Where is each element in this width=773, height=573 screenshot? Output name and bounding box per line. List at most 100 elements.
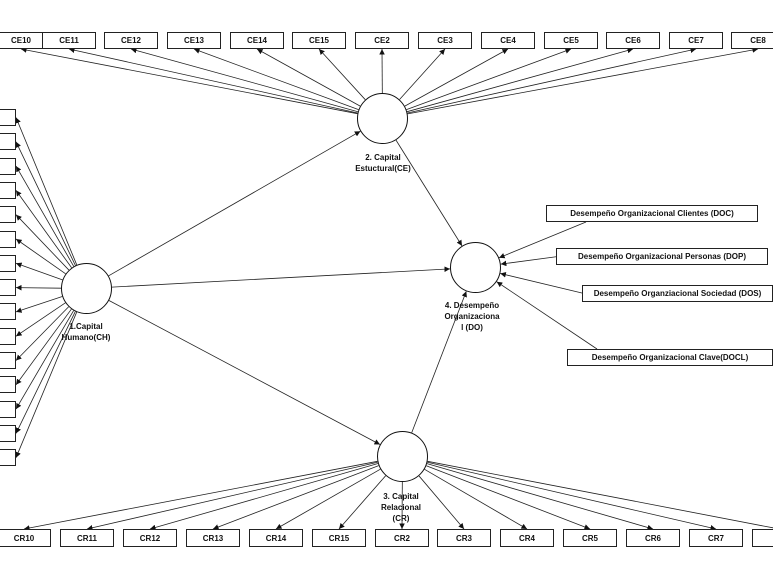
construct-cr-circle[interactable] <box>377 431 428 482</box>
ch-loading-arrow <box>15 262 63 281</box>
cr-indicator-box[interactable]: CR10 <box>0 529 51 547</box>
ce-loading-arrow <box>404 48 509 107</box>
construct-do-label-line2: Organizaciona <box>444 312 500 321</box>
ch-loading-arrow <box>15 311 76 434</box>
ce-indicator-box[interactable]: CE8 <box>731 32 773 49</box>
cr-indicator-box[interactable]: CR12 <box>123 529 177 547</box>
cr-indicator-box[interactable]: CR11 <box>60 529 114 547</box>
construct-ce-label: 2. Capital Estuctural(CE) <box>343 152 423 174</box>
do-indicator-arrow <box>500 272 585 294</box>
ce-indicator-box[interactable]: CE12 <box>104 32 158 49</box>
ce-indicator-box[interactable]: CE5 <box>544 32 598 49</box>
cr-indicator-box[interactable]: CR13 <box>186 529 240 547</box>
do-indicator-arrow <box>500 256 559 267</box>
construct-do-circle[interactable] <box>450 242 501 293</box>
ce-loading-arrow <box>318 48 366 100</box>
ce-loading-arrow <box>130 47 359 113</box>
do-indicator-arrow <box>496 281 598 350</box>
construct-ce-circle[interactable] <box>357 93 408 144</box>
do-indicator-box[interactable]: Desempeño Organizacional Personas (DOP) <box>556 248 768 265</box>
construct-cr-label-line1: 3. Capital <box>383 492 419 501</box>
ch-indicator-box[interactable] <box>0 254 16 272</box>
ch-loading-arrow <box>15 165 75 267</box>
cr-indicator-box[interactable]: CR15 <box>312 529 366 547</box>
cr-indicator-box[interactable]: CR5 <box>563 529 617 547</box>
cr-indicator-box[interactable]: CR7 <box>689 529 743 547</box>
ce-loading-arrow <box>406 47 634 113</box>
ce-loading-arrow <box>256 48 361 107</box>
path-ch-to-do <box>111 266 451 288</box>
ch-loading-arrow <box>15 311 78 458</box>
ce-indicator-box[interactable]: CE3 <box>418 32 472 49</box>
ch-indicator-box[interactable] <box>0 449 16 467</box>
ch-loading-arrow <box>15 214 70 271</box>
ch-indicator-box[interactable] <box>0 181 16 199</box>
ch-loading-arrow <box>15 238 66 275</box>
do-indicator-arrow <box>498 221 587 259</box>
ch-indicator-box[interactable] <box>0 279 16 297</box>
cr-loading-arrow <box>275 468 381 530</box>
ce-indicator-box[interactable]: CE15 <box>292 32 346 49</box>
ch-loading-arrow <box>15 284 62 291</box>
construct-do-label-line3: l (DO) <box>461 323 483 332</box>
ce-indicator-box[interactable]: CE10 <box>0 32 48 49</box>
ce-indicator-box[interactable]: CE14 <box>230 32 284 49</box>
ch-indicator-box[interactable] <box>0 206 16 224</box>
do-indicator-box[interactable]: Desempeño Organizacional Clientes (DOC) <box>546 205 758 222</box>
ce-indicator-box[interactable]: CE7 <box>669 32 723 49</box>
cr-indicator-box[interactable]: C <box>752 529 773 547</box>
ch-loading-arrow <box>15 190 72 269</box>
do-indicator-box[interactable]: Desempeño Organziacional Sociedad (DOS) <box>582 285 773 302</box>
ch-indicator-box[interactable] <box>0 109 16 126</box>
path-cr-to-do <box>411 291 467 433</box>
ce-indicator-box[interactable]: CE11 <box>42 32 96 49</box>
cr-indicator-box[interactable]: CR2 <box>375 529 429 547</box>
cr-indicator-box[interactable]: CR6 <box>626 529 680 547</box>
construct-cr-label: 3. Capital Relacional (CR) <box>361 491 441 524</box>
cr-loading-arrow <box>149 463 379 531</box>
ce-loading-arrow <box>20 47 358 115</box>
cr-loading-arrow <box>338 475 386 530</box>
construct-ch-circle[interactable] <box>61 263 112 314</box>
construct-ch-label-line2: Humano(CH) <box>61 333 111 342</box>
ch-loading-arrow <box>15 296 63 313</box>
ch-indicator-box[interactable] <box>0 400 16 418</box>
ch-loading-arrow <box>15 302 66 337</box>
ce-loading-arrow <box>407 47 759 115</box>
ch-indicator-box[interactable] <box>0 157 16 175</box>
construct-cr-label-line3: (CR) <box>392 514 410 523</box>
ch-loading-arrow <box>15 308 72 386</box>
ch-indicator-box[interactable] <box>0 303 16 321</box>
cr-loading-arrow <box>426 463 654 531</box>
ch-loading-arrow <box>15 117 78 266</box>
ce-indicator-box[interactable]: CE13 <box>167 32 221 49</box>
ce-loading-arrow <box>406 48 572 111</box>
path-ch-to-cr <box>108 300 381 445</box>
ce-indicator-box[interactable]: CE2 <box>355 32 409 49</box>
ch-indicator-box[interactable] <box>0 133 16 151</box>
do-indicator-box[interactable]: Desempeño Organizacional Clave(DOCL) <box>567 349 773 366</box>
ch-indicator-box[interactable] <box>0 230 16 248</box>
ch-loading-arrow <box>15 141 76 266</box>
cr-loading-arrow <box>427 460 773 531</box>
ce-indicator-box[interactable]: CE6 <box>606 32 660 49</box>
construct-ce-label-line1: 2. Capital <box>365 153 401 162</box>
cr-loading-arrow <box>86 461 378 531</box>
ch-indicator-box[interactable] <box>0 424 16 442</box>
construct-ce-label-line2: Estuctural(CE) <box>355 164 411 173</box>
construct-ch-label-line1: 1.Capital <box>69 322 103 331</box>
ch-indicator-box[interactable] <box>0 376 16 394</box>
cr-loading-arrow <box>418 475 465 530</box>
construct-ch-label: 1.Capital Humano(CH) <box>46 321 126 343</box>
ce-indicator-box[interactable]: CE4 <box>481 32 535 49</box>
cr-indicator-box[interactable]: CR14 <box>249 529 303 547</box>
cr-indicator-box[interactable]: CR4 <box>500 529 554 547</box>
ce-loading-arrow <box>399 48 446 100</box>
ch-indicator-box[interactable] <box>0 352 16 369</box>
ch-loading-arrow <box>15 306 69 361</box>
cr-loading-arrow <box>427 461 717 531</box>
construct-do-label-line1: 4. Desempeño <box>444 301 500 310</box>
cr-indicator-box[interactable]: CR3 <box>437 529 491 547</box>
ch-indicator-box[interactable] <box>0 327 16 345</box>
